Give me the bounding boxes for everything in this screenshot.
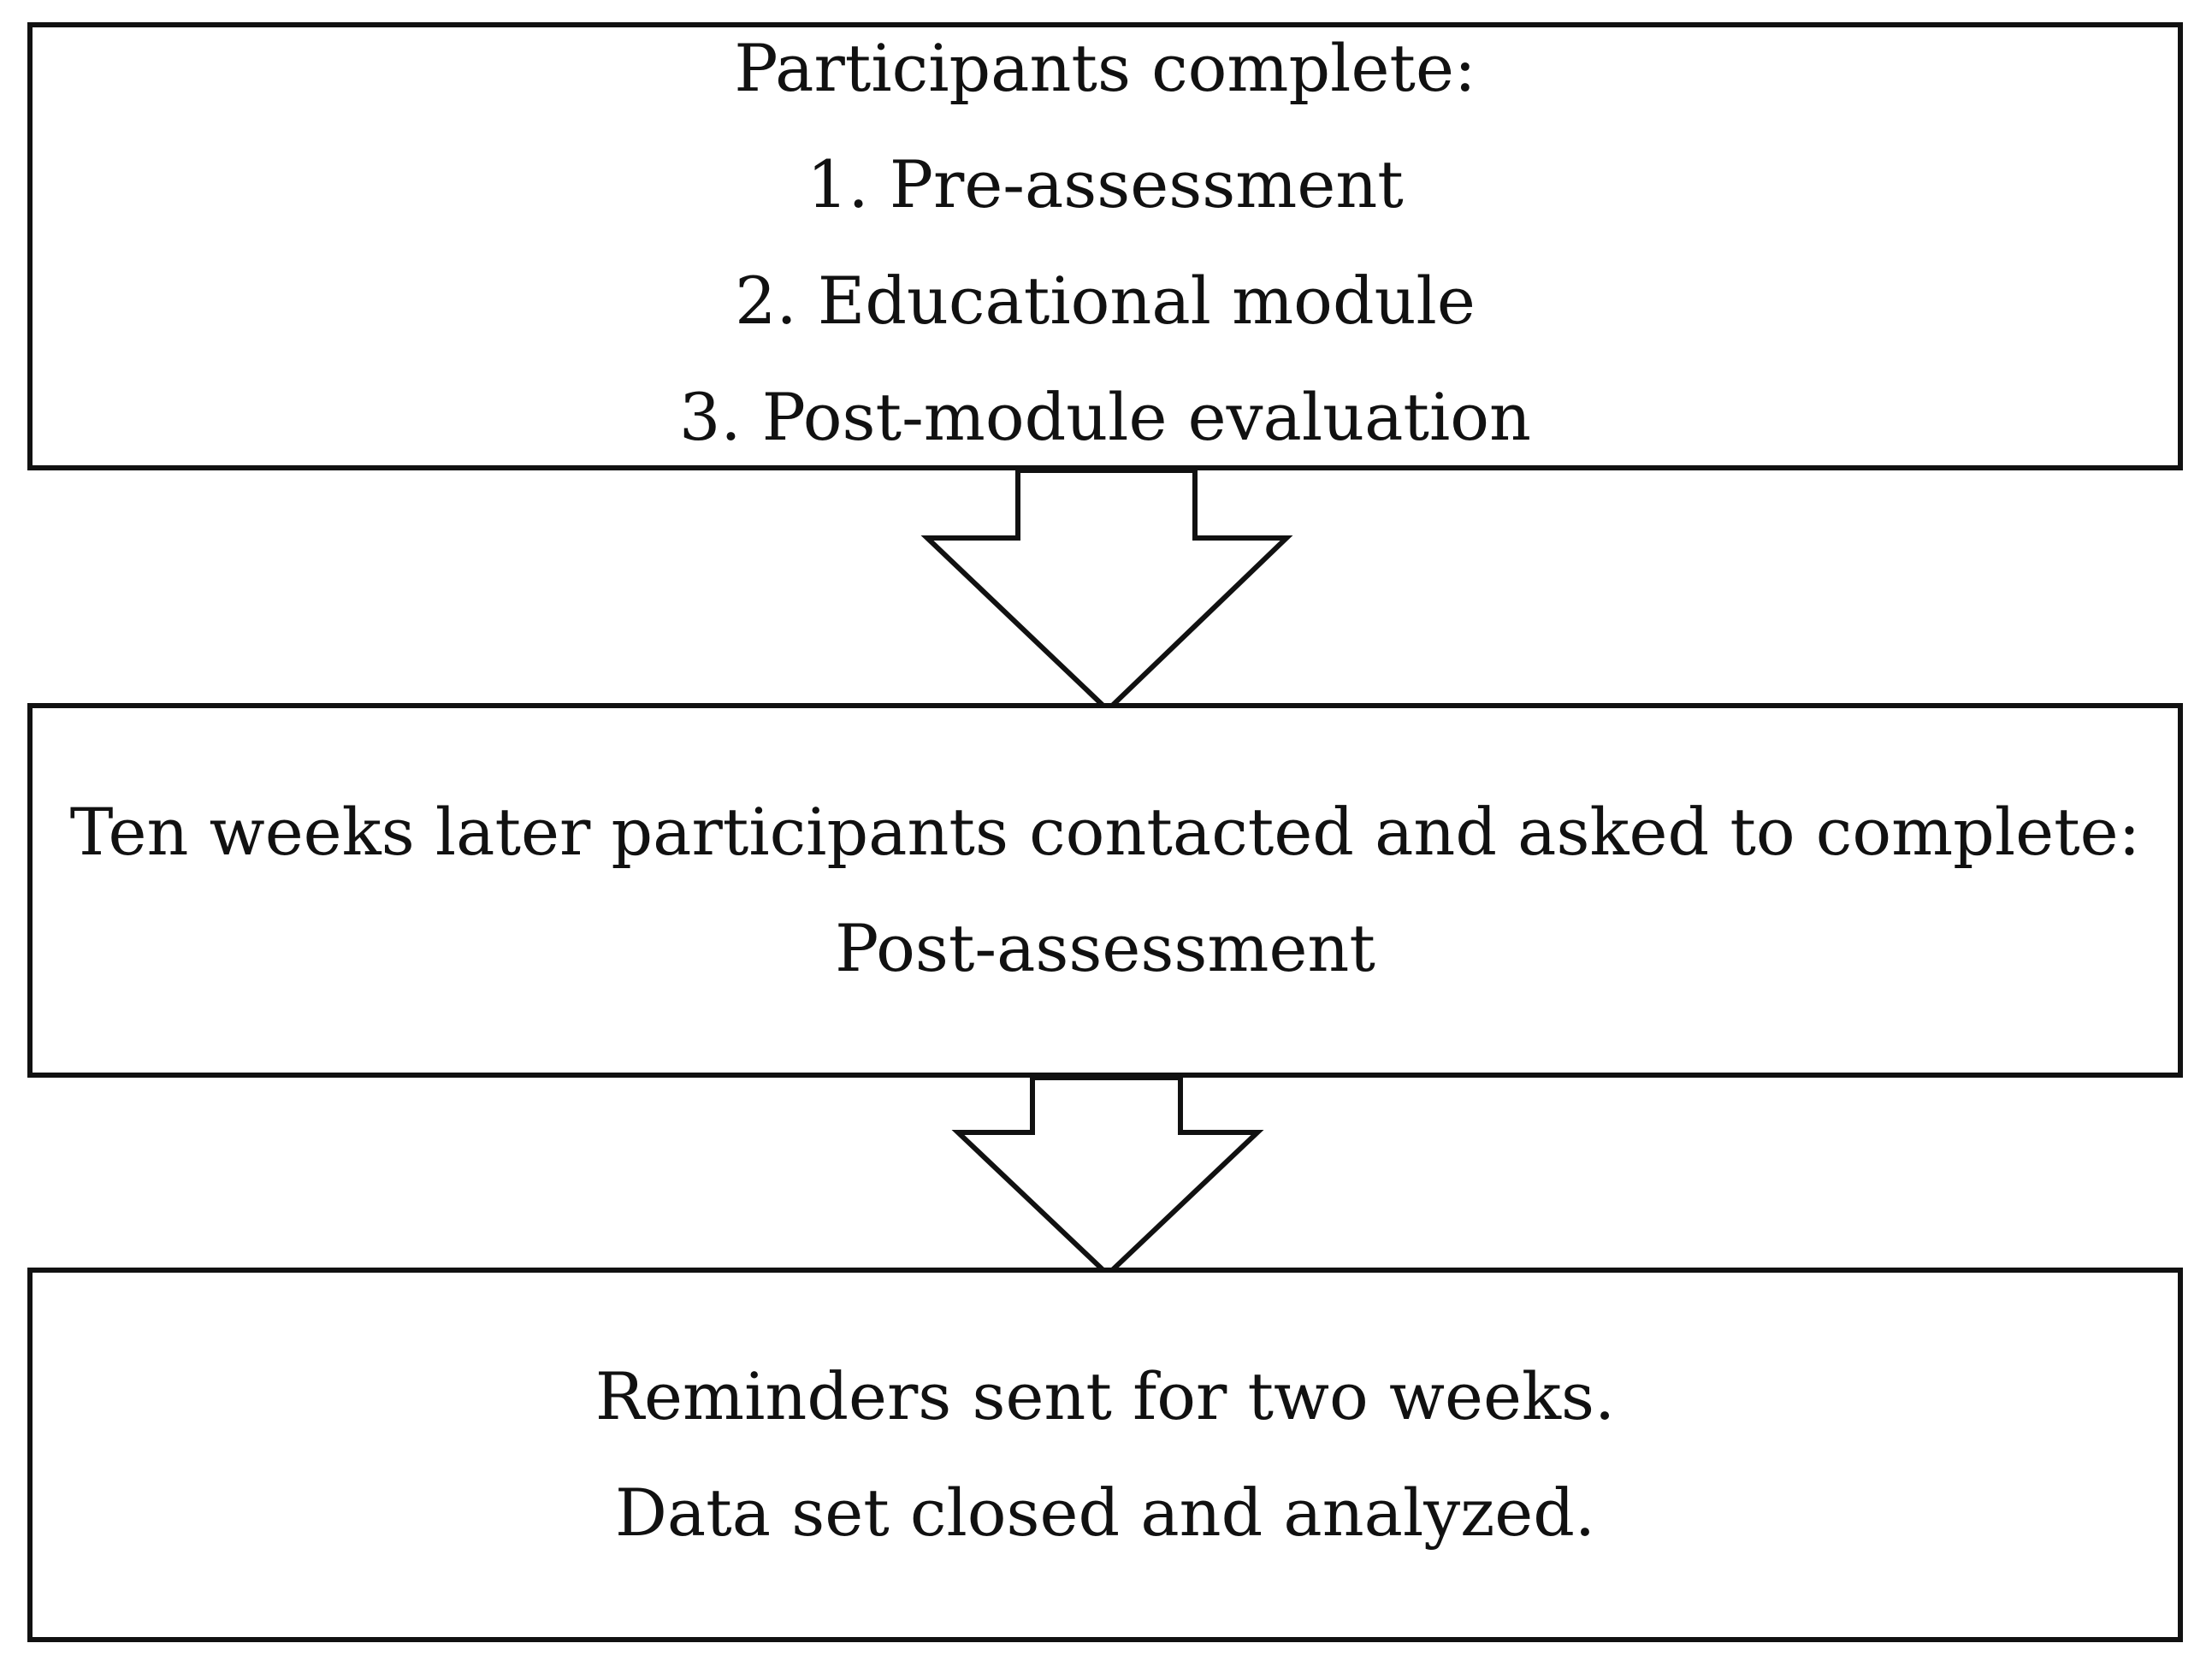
step-3-line-2: Data set closed and analyzed.	[614, 1475, 1596, 1551]
step-2-line-1: Ten weeks later participants contacted a…	[69, 794, 2141, 870]
step-box-1: Participants complete: 1. Pre-assessment…	[27, 22, 2183, 470]
step-box-3: Reminders sent for two weeks. Data set c…	[27, 1268, 2183, 1642]
step-3-line-1: Reminders sent for two weeks.	[594, 1358, 1616, 1434]
step-box-2: Ten weeks later participants contacted a…	[27, 703, 2183, 1078]
step-1-line-2: 1. Pre-assessment	[807, 146, 1404, 222]
step-1-line-1: Participants complete:	[734, 30, 1476, 106]
step-1-line-4: 3. Post-module evaluation	[679, 379, 1531, 455]
step-1-line-3: 2. Educational module	[735, 263, 1476, 339]
step-2-line-2: Post-assessment	[835, 910, 1375, 986]
